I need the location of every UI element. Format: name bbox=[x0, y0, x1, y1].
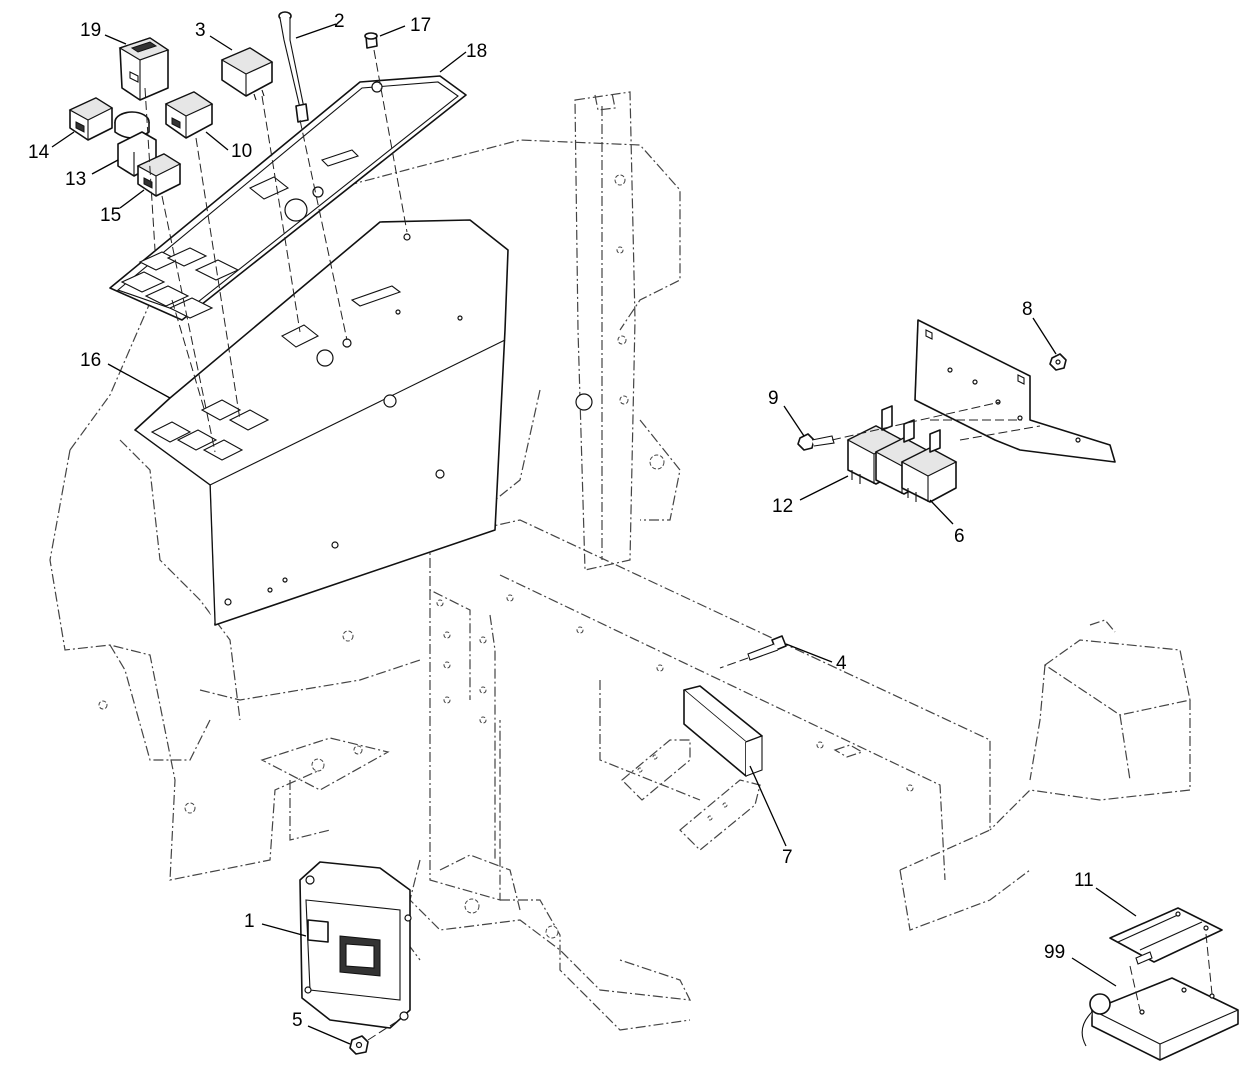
callout-2: 2 bbox=[334, 11, 345, 32]
callout-8: 8 bbox=[1022, 299, 1033, 320]
relay-6 bbox=[900, 429, 958, 503]
key-2 bbox=[278, 11, 309, 123]
callout-6: 6 bbox=[954, 526, 965, 547]
assembly-guide-lines bbox=[144, 49, 408, 453]
nut-5 bbox=[349, 1035, 369, 1055]
nut-8 bbox=[1049, 353, 1067, 371]
callout-3: 3 bbox=[195, 20, 206, 41]
control-panel-housing bbox=[134, 219, 509, 626]
callout-12: 12 bbox=[772, 496, 793, 517]
relay-guide-lines bbox=[831, 401, 1041, 441]
bolt-4 bbox=[747, 635, 787, 661]
callout-labels: 19 3 2 17 18 14 10 13 15 16 8 9 12 6 4 7… bbox=[28, 11, 1094, 1031]
screw-9 bbox=[797, 433, 835, 451]
screw-17 bbox=[364, 32, 378, 49]
callout-11: 11 bbox=[1074, 870, 1094, 891]
callout-17: 17 bbox=[410, 15, 431, 36]
relay-bracket bbox=[914, 319, 1116, 463]
switch-decal-plate bbox=[109, 75, 467, 321]
callout-4: 4 bbox=[836, 653, 847, 674]
callout-19: 19 bbox=[80, 20, 101, 41]
cover-plate-11 bbox=[1109, 907, 1223, 965]
callout-14: 14 bbox=[28, 142, 50, 163]
switch-14 bbox=[68, 97, 114, 141]
callout-1: 1 bbox=[244, 911, 255, 932]
callout-15: 15 bbox=[100, 205, 121, 226]
leader-lines bbox=[51, 23, 1137, 1045]
callout-18: 18 bbox=[466, 41, 487, 62]
callout-5: 5 bbox=[292, 1010, 303, 1031]
controller-module bbox=[299, 861, 412, 1029]
callout-7: 7 bbox=[782, 847, 793, 868]
module-99 bbox=[1081, 977, 1239, 1061]
switch-10 bbox=[164, 91, 214, 139]
switch-3 bbox=[220, 47, 274, 101]
callout-9: 9 bbox=[768, 388, 779, 409]
callout-13: 13 bbox=[65, 169, 86, 190]
decal-7 bbox=[683, 685, 763, 777]
callout-16: 16 bbox=[80, 350, 101, 371]
callout-10: 10 bbox=[231, 141, 252, 162]
machine-frame-phantom bbox=[49, 91, 1191, 1031]
callout-99: 99 bbox=[1044, 942, 1065, 963]
switch-19 bbox=[118, 37, 170, 101]
unit-guide-lines bbox=[1129, 933, 1213, 1011]
